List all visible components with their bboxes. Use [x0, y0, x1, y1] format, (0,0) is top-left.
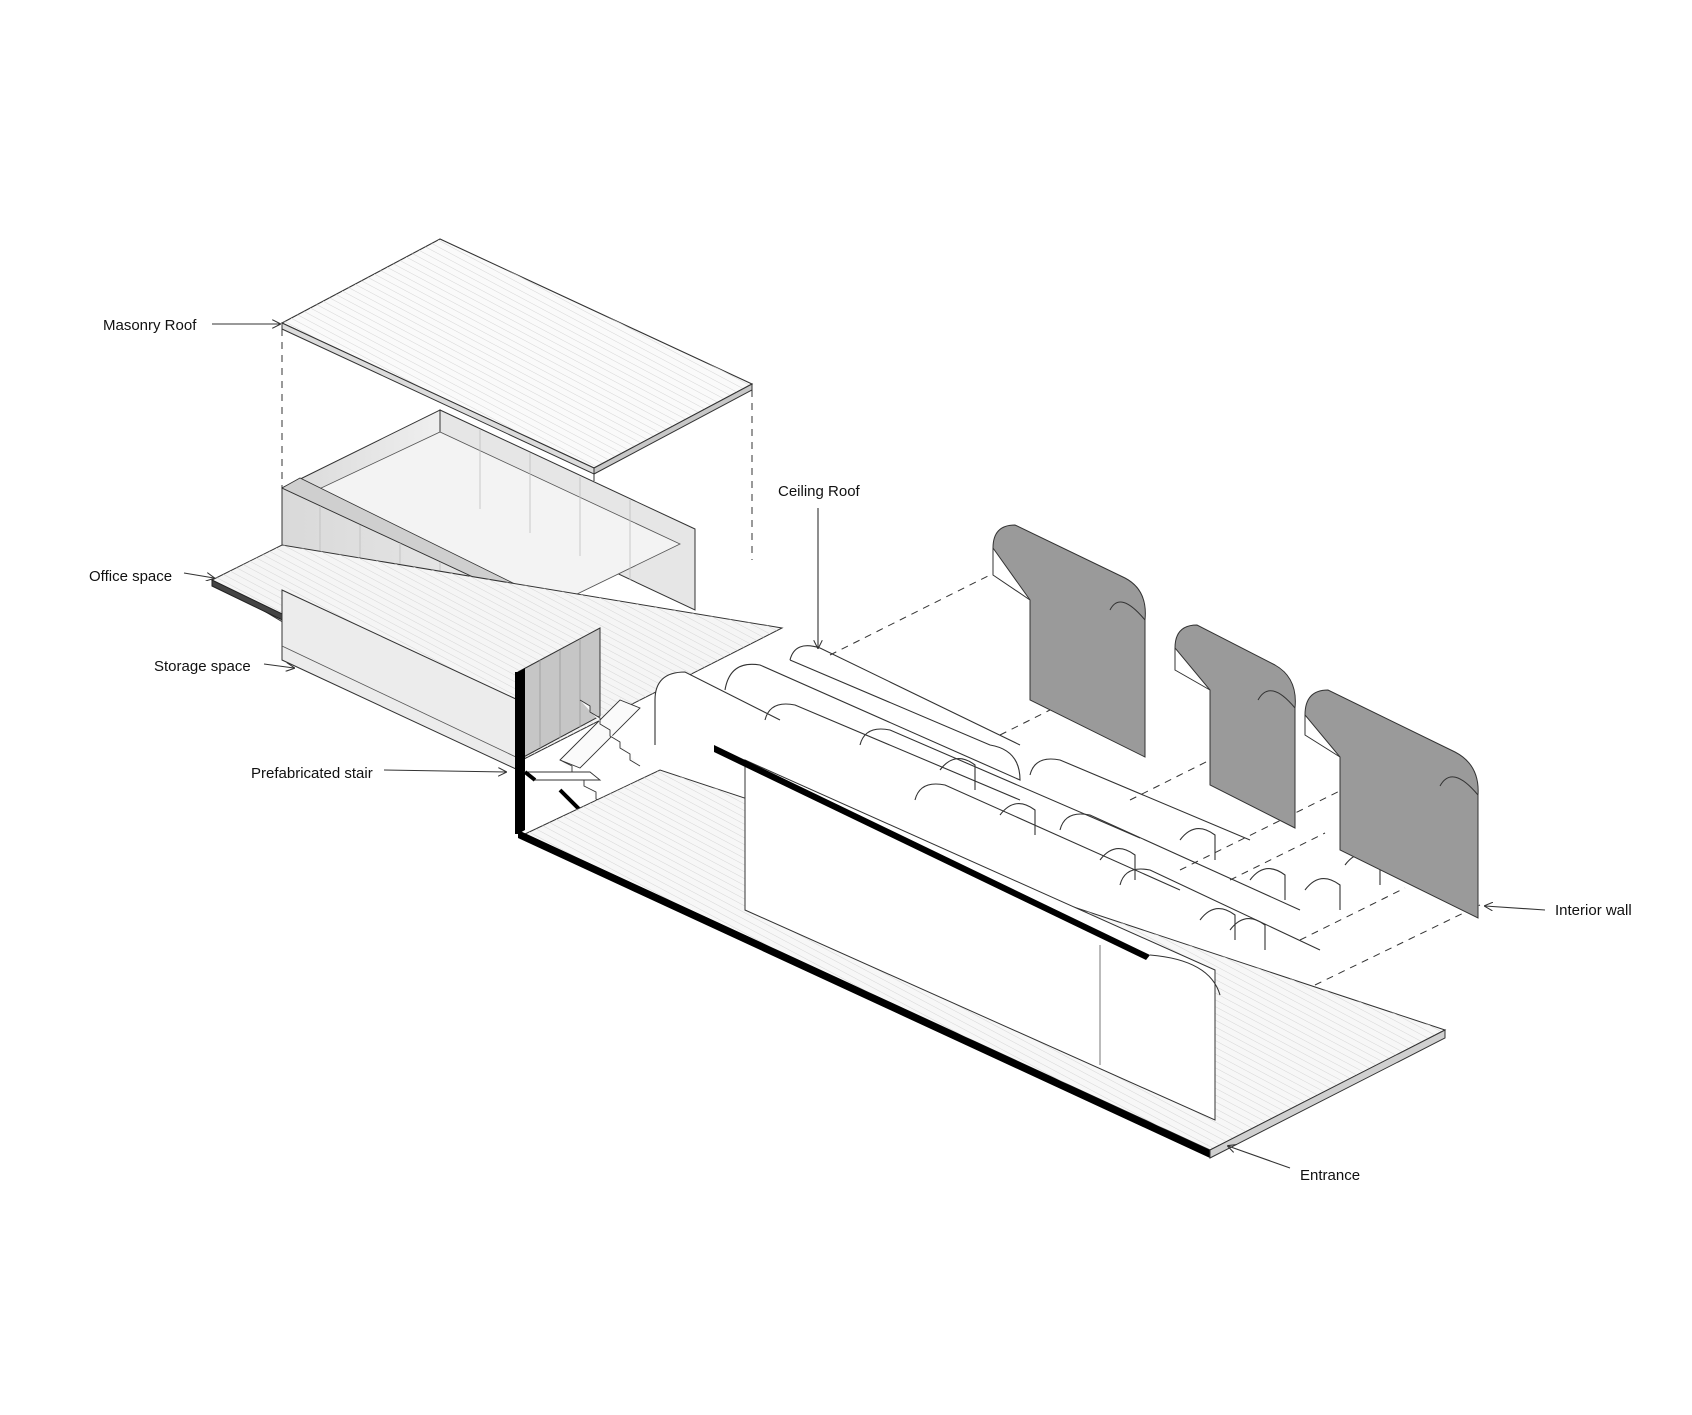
ceiling-roof-label: Ceiling Roof — [778, 483, 861, 500]
vault-row-2 — [764, 703, 1181, 891]
entrance-label: Entrance — [1300, 1167, 1360, 1184]
vault-row-3 — [1029, 758, 1321, 951]
masonry-roof-slab — [280, 238, 754, 475]
prefabricated-stair-label: Prefabricated stair — [251, 765, 373, 782]
interior-wall-3 — [1304, 689, 1479, 919]
labels: Masonry Roof Office space Storage space … — [89, 317, 1632, 1184]
interior-wall-label: Interior wall — [1555, 902, 1632, 919]
masonry-roof-label: Masonry Roof — [103, 317, 197, 334]
stair-tower — [515, 627, 601, 834]
interior-wall-2 — [1174, 624, 1296, 829]
interior-wall-1 — [992, 524, 1146, 758]
partition-wall — [714, 745, 1221, 1121]
leader-lines — [183, 324, 1546, 1169]
storage-space-label: Storage space — [154, 658, 251, 675]
office-space-label: Office space — [89, 568, 172, 585]
